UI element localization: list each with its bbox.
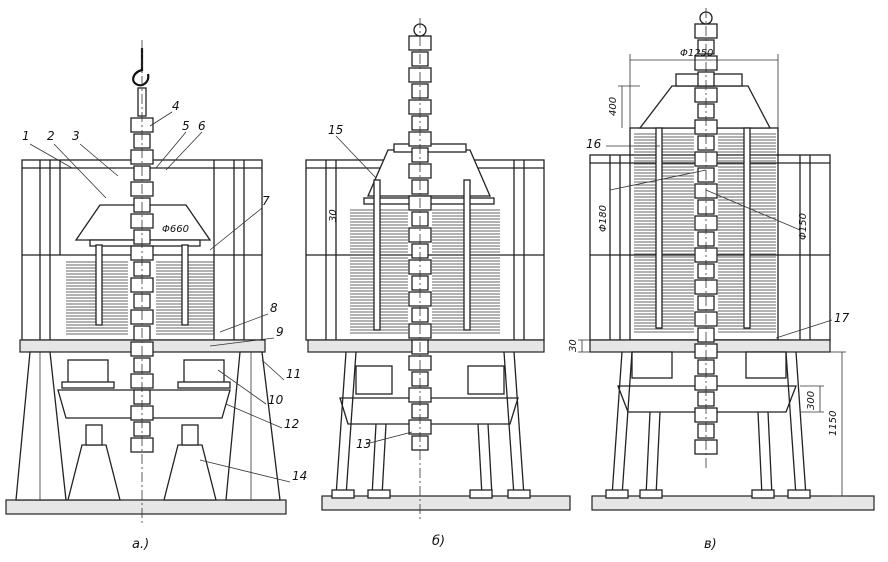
- ground-b: [321, 495, 571, 511]
- label-7: 7: [262, 194, 270, 208]
- view-b: [305, 18, 571, 520]
- caption-c: в): [704, 537, 717, 552]
- jack-a-left: [67, 359, 109, 385]
- label-9: 9: [276, 325, 284, 339]
- label-11: 11: [286, 367, 301, 381]
- dim-c-d150: Φ150: [798, 213, 809, 240]
- dim-c-300: 300: [806, 391, 817, 410]
- dim-c-plate: 30: [568, 339, 579, 352]
- labels-c: 16 17 Φ1250 400 Φ180 Φ150 30 300 1150 в): [568, 48, 850, 552]
- leader-lines: [29, 111, 833, 483]
- dim-b-gap: 30: [328, 209, 339, 222]
- labels-a: 1 2 3 4 5 6 7 8 9 11 10 12 14 Φ660 а.): [22, 99, 307, 552]
- leg-a-right: [225, 351, 281, 501]
- jack-a-right: [183, 359, 225, 385]
- stand-a-right: [163, 444, 217, 501]
- dim-c-1150: 1150: [828, 411, 839, 436]
- dim-c-width: Φ1250: [680, 48, 713, 59]
- label-8: 8: [270, 301, 278, 315]
- label-10: 10: [268, 393, 284, 407]
- label-1: 1: [22, 129, 30, 143]
- label-2: 2: [47, 129, 55, 143]
- crane-hook: [132, 48, 150, 87]
- dim-a-diameter: Φ660: [162, 224, 189, 235]
- ground-c: [591, 495, 875, 511]
- dim-c-d180: Φ180: [598, 205, 609, 232]
- label-4: 4: [172, 99, 180, 113]
- labels-b: 15 13 30 б): [328, 123, 445, 549]
- dim-c-top-height: 400: [608, 97, 619, 116]
- view-c: [578, 8, 875, 511]
- ground-a: [5, 499, 287, 515]
- label-13: 13: [356, 437, 371, 451]
- label-3: 3: [72, 129, 80, 143]
- label-14: 14: [292, 469, 307, 483]
- label-6: 6: [198, 119, 206, 133]
- leg-a-left: [15, 351, 67, 501]
- label-16: 16: [586, 137, 602, 151]
- label-17: 17: [834, 311, 850, 325]
- caption-b: б): [432, 534, 445, 549]
- lower-beam-b: [339, 397, 519, 425]
- caption-a: а.): [132, 537, 149, 552]
- label-5: 5: [182, 119, 190, 133]
- label-15: 15: [328, 123, 343, 137]
- stand-a-left: [67, 444, 121, 501]
- view-a: [5, 40, 287, 525]
- label-12: 12: [284, 417, 299, 431]
